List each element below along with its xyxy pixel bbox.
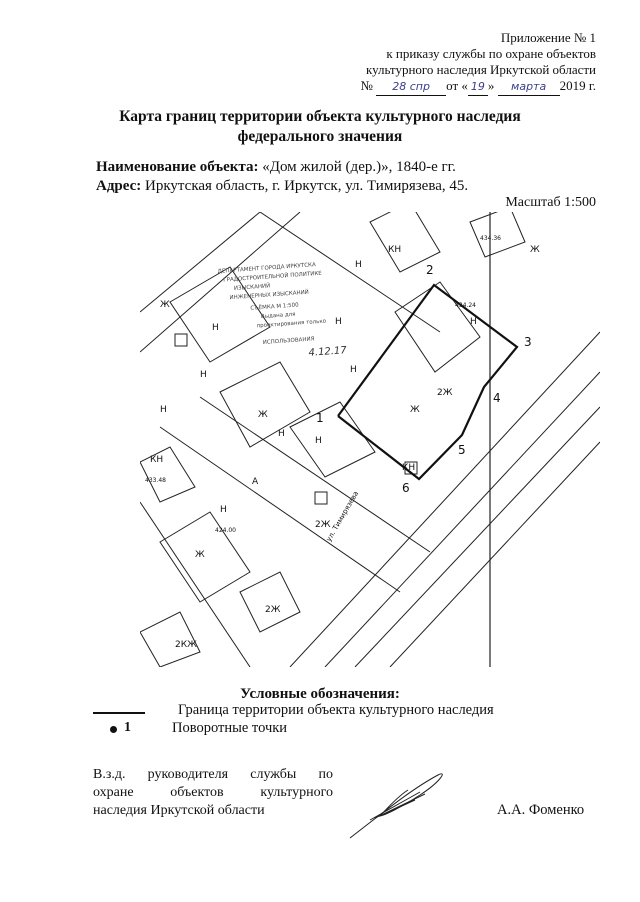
stamp-line: Выдана для bbox=[261, 312, 296, 320]
object-info: Наименование объекта: «Дом жилой (дер.)»… bbox=[96, 158, 468, 196]
object-name-value: «Дом жилой (дер.)», 1840-е гг. bbox=[258, 159, 456, 175]
position-line: В.з.д. руководителя службы по bbox=[93, 767, 333, 782]
map-scale: Масштаб 1:500 bbox=[505, 195, 596, 210]
boundary-line-symbol bbox=[93, 712, 145, 714]
order-day: 19 bbox=[467, 79, 488, 96]
legend-title: Условные обозначения: bbox=[240, 686, 400, 702]
object-name-label: Наименование объекта: bbox=[96, 159, 259, 175]
building-label: КН bbox=[150, 455, 163, 465]
building-label: КН bbox=[402, 463, 415, 473]
building-label: Ж bbox=[530, 245, 540, 255]
building-label: 2КЖ bbox=[175, 640, 197, 650]
building-label: Н bbox=[315, 436, 322, 446]
stamp-line: СЪЁМКА М 1:500 bbox=[250, 301, 299, 311]
stamp-line: проектирования только bbox=[256, 318, 327, 329]
building-label: 2Ж bbox=[265, 605, 281, 615]
elevation-labels: 434.24 434.36 433.48 424.00 bbox=[145, 235, 501, 534]
page-title: Карта границ территории объекта культурн… bbox=[0, 107, 640, 147]
stamp-line: ИСПОЛЬЗОВАНИЯ bbox=[263, 336, 315, 346]
object-address-label: Адрес: bbox=[96, 178, 142, 194]
building-label: Н bbox=[470, 317, 477, 327]
order-year: 2019 г. bbox=[559, 78, 596, 93]
authority-line: культурного наследия Иркутской области bbox=[365, 62, 596, 77]
number-sign: № bbox=[360, 78, 373, 93]
building-label: Ж bbox=[410, 405, 420, 415]
object-address: Адрес: Иркутская область, г. Иркутск, ул… bbox=[96, 177, 468, 196]
building-label: Н bbox=[335, 317, 342, 327]
buildings bbox=[140, 212, 526, 667]
building-label: Ж bbox=[195, 550, 205, 560]
elevation-label: 424.00 bbox=[215, 527, 236, 534]
position-line: охране объектов культурного bbox=[93, 785, 333, 800]
building-label: Н bbox=[212, 323, 219, 333]
order-number: 28 спр bbox=[376, 79, 447, 96]
title-line-1: Карта границ территории объекта культурн… bbox=[119, 108, 521, 125]
point-3: 3 bbox=[524, 335, 532, 349]
stamp-line: ИЗЫСКАНИЙ bbox=[234, 282, 271, 292]
point-6: 6 bbox=[402, 481, 410, 495]
quote-close: » bbox=[487, 78, 495, 93]
signatory-position: В.з.д. руководителя службы по охране объ… bbox=[93, 766, 333, 820]
building-label: Н bbox=[278, 429, 285, 439]
position-line: наследия Иркутской области bbox=[93, 803, 265, 818]
legend-point-label: Поворотные точки bbox=[172, 720, 288, 736]
heritage-boundary bbox=[337, 283, 519, 481]
point-1: 1 bbox=[316, 411, 324, 425]
from-label: от « bbox=[446, 78, 468, 93]
building-label: Н bbox=[200, 370, 207, 380]
building-label: Н bbox=[220, 505, 227, 515]
point-4: 4 bbox=[493, 391, 501, 405]
stamp-handwritten-date: 4.12.17 bbox=[308, 345, 347, 359]
building-label: Н bbox=[160, 405, 167, 415]
elevation-label: 434.24 bbox=[455, 302, 476, 309]
street-label: ул. Тимирязева bbox=[325, 490, 360, 543]
handwritten-signature bbox=[349, 773, 443, 839]
building-labels: Н Н Ж Н Н 2Ж Ж Н КН КН Н 2Ж Ж Н 2Ж 2КЖ Ж… bbox=[150, 245, 540, 650]
point-5: 5 bbox=[458, 443, 466, 457]
building-label: Ж bbox=[160, 300, 170, 310]
legend-boundary-label: Граница территории объекта культурного н… bbox=[178, 702, 494, 718]
boundary-map: 1 2 3 4 5 6 Н Н Ж Н Н 2Ж Ж Н КН КН Н 2Ж … bbox=[140, 212, 600, 667]
title-line-2: федерального значения bbox=[237, 128, 403, 145]
appendix-line: Приложение № 1 bbox=[500, 30, 596, 45]
order-line: к приказу службы по охране объектов bbox=[386, 46, 596, 61]
building-label: 2Ж bbox=[315, 520, 331, 530]
survey-stamp: ДЕПАРТАМЕНТ ГОРОДА ИРКУТСКА ГРАДОСТРОИТЕ… bbox=[218, 262, 348, 359]
point-2: 2 bbox=[426, 263, 434, 277]
order-month: марта bbox=[497, 79, 560, 96]
building-label: Н bbox=[350, 365, 357, 375]
elevation-label: 433.48 bbox=[145, 477, 166, 484]
elevation-label: 434.36 bbox=[480, 235, 501, 242]
turning-point-labels: 1 2 3 4 5 6 bbox=[316, 263, 532, 495]
building-label: Ж bbox=[258, 410, 268, 420]
appendix-header: Приложение № 1 к приказу службы по охран… bbox=[360, 30, 596, 96]
object-address-value: Иркутская область, г. Иркутск, ул. Тимир… bbox=[141, 178, 469, 194]
building-label: Н bbox=[355, 260, 362, 270]
building-label: 2Ж bbox=[437, 388, 453, 398]
object-name: Наименование объекта: «Дом жилой (дер.)»… bbox=[96, 158, 468, 177]
signatory-name: А.А. Фоменко bbox=[497, 802, 585, 818]
street-lines bbox=[140, 212, 600, 667]
building-label: КН bbox=[388, 245, 401, 255]
legend-point-number: 1 bbox=[124, 720, 131, 735]
building-label: А bbox=[252, 477, 259, 487]
turning-point-dot-icon bbox=[110, 726, 117, 733]
